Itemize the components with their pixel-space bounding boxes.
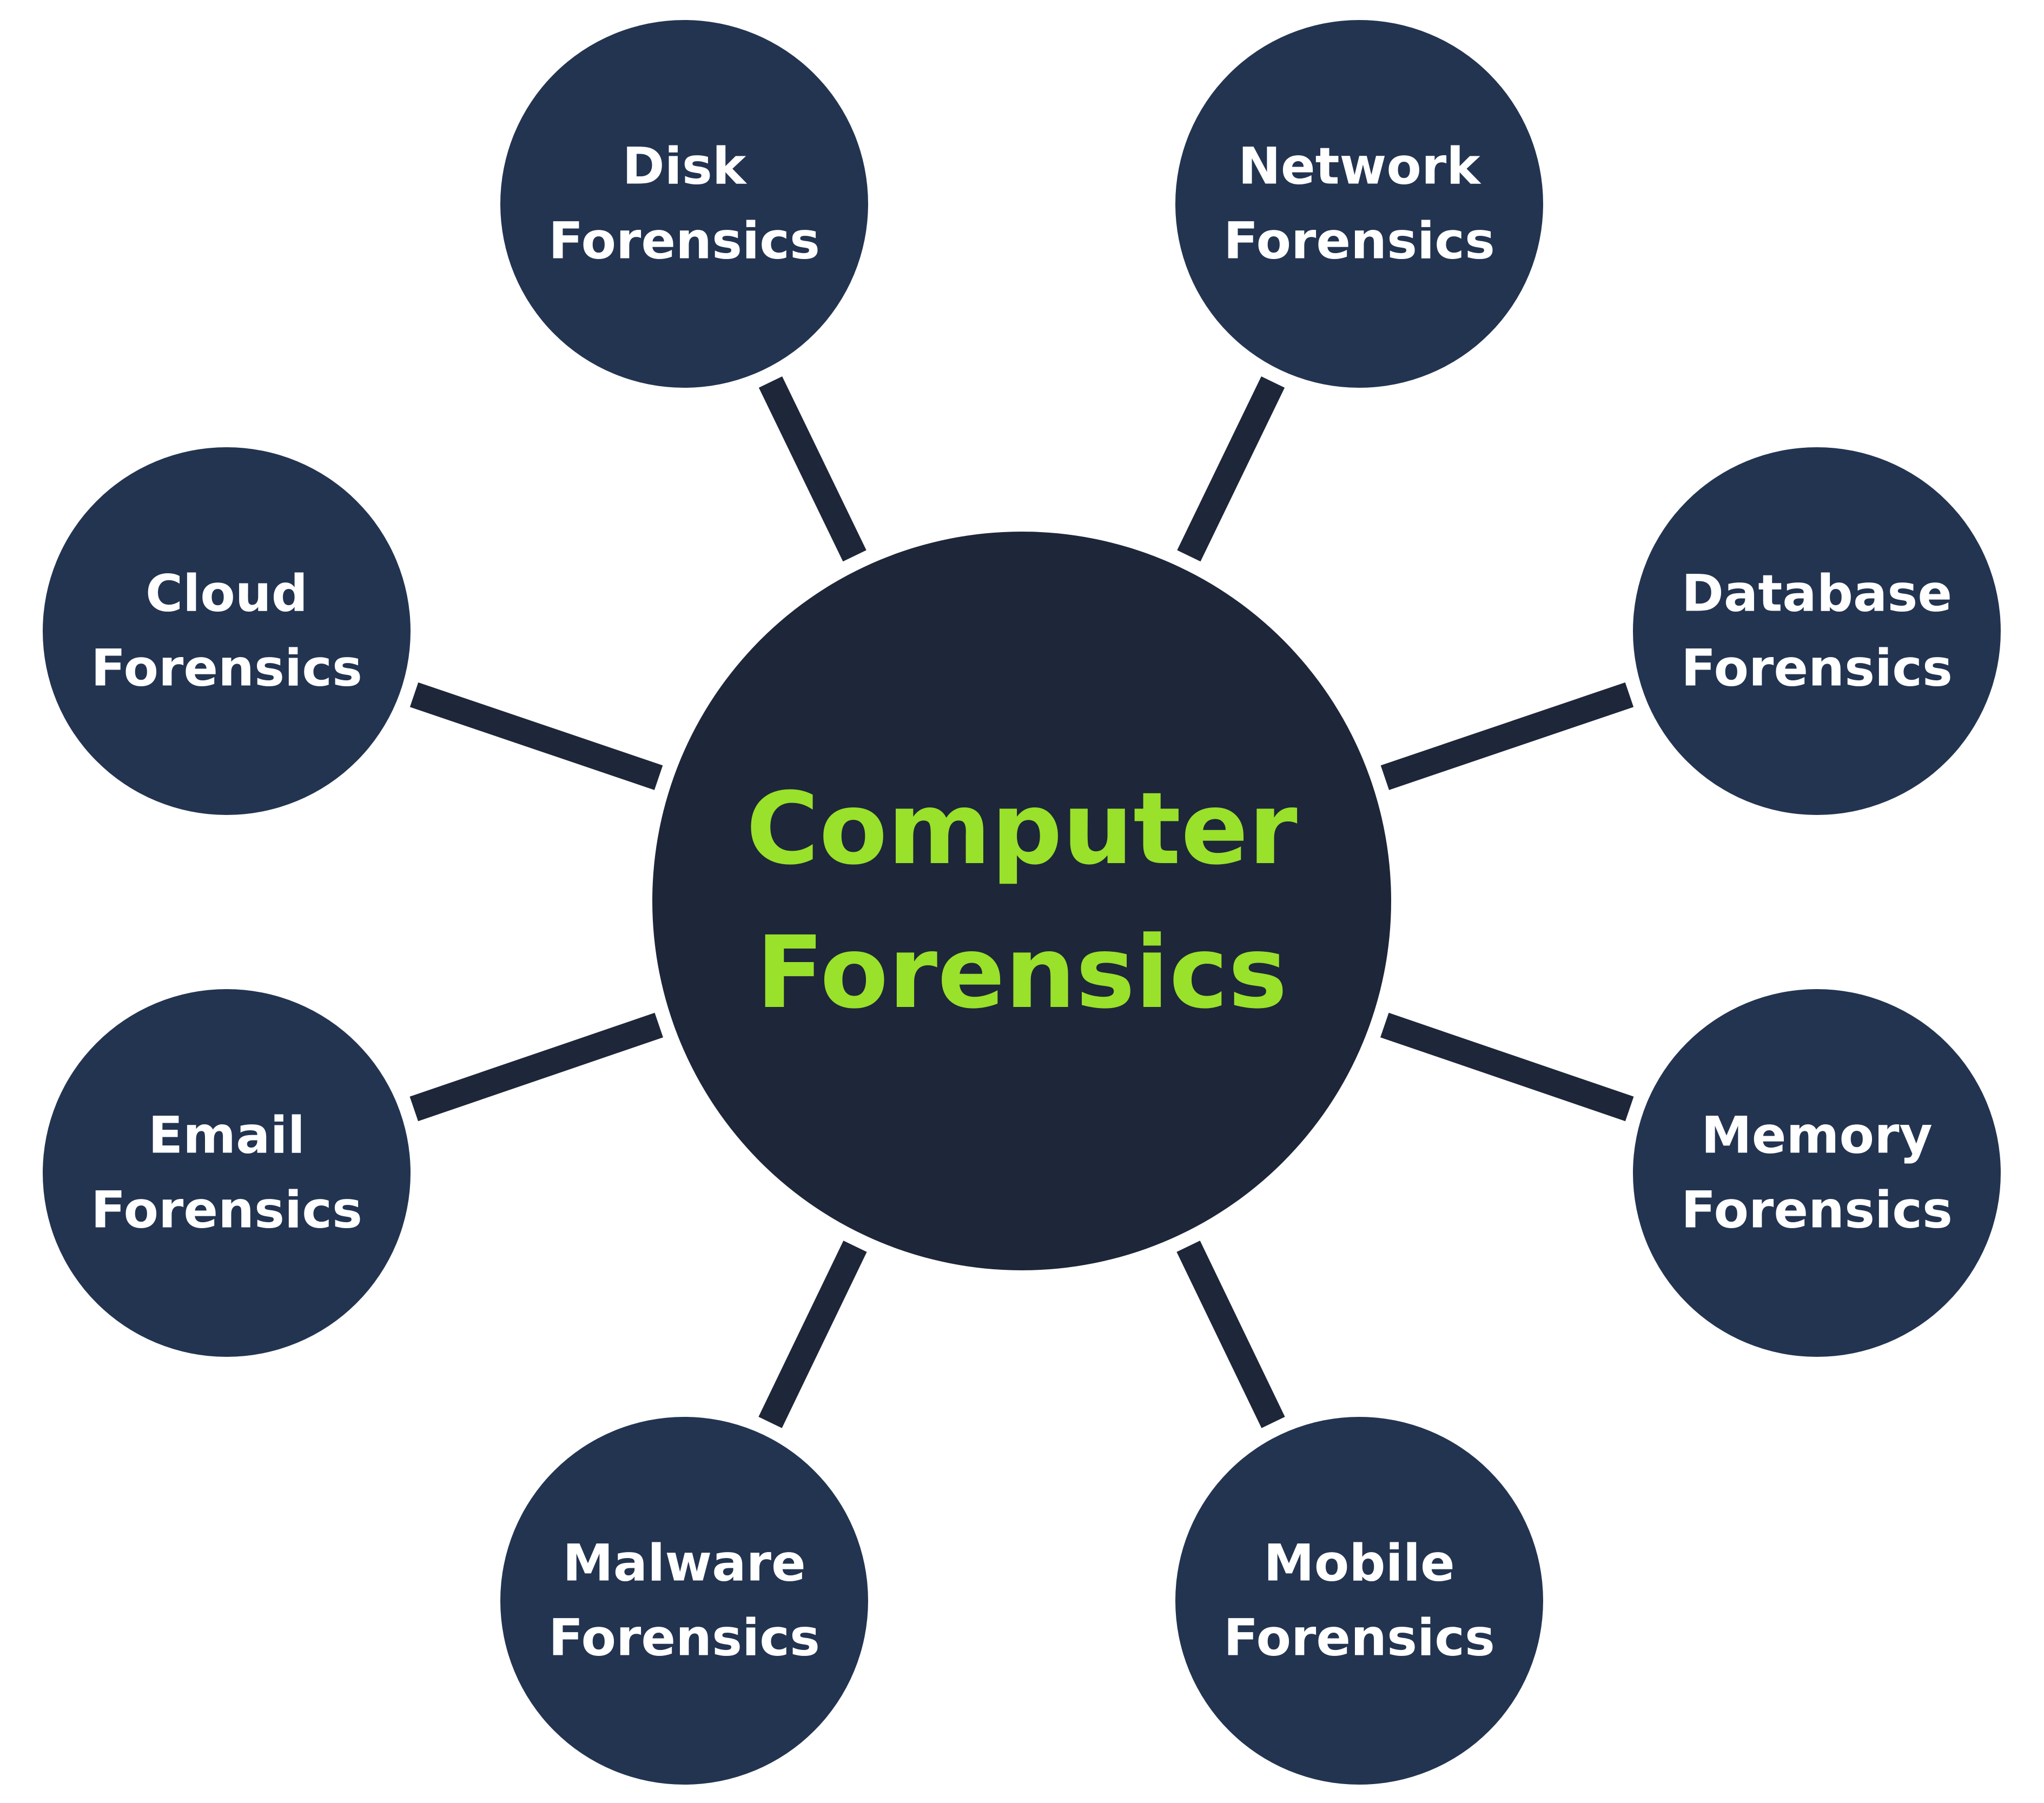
node-label-email-line-2: Forensics (91, 1181, 362, 1240)
node-label-database-line-1: Database (1682, 565, 1952, 624)
node-label-database-line-2: Forensics (1681, 639, 1953, 698)
nodes: DiskForensicsNetworkForensicsCloudForens… (43, 20, 2001, 1785)
node-label-disk-line-1: Disk (623, 137, 748, 196)
spoke-memory (1380, 1012, 1634, 1122)
spoke-database (1380, 682, 1634, 790)
hub-circle (652, 532, 1391, 1270)
node-circle-mobile (1175, 1417, 1543, 1785)
node-label-memory-line-1: Memory (1701, 1106, 1932, 1165)
hub-label-line-2: Forensics (756, 915, 1287, 1031)
node-label-cloud-line-1: Cloud (145, 565, 308, 624)
node-circle-cloud (43, 447, 411, 815)
node-circle-network (1175, 20, 1543, 388)
node-label-cloud-line-2: Forensics (91, 639, 362, 698)
node-label-network-line-1: Network (1238, 137, 1481, 196)
node-label-mobile-line-2: Forensics (1223, 1609, 1495, 1668)
spokes (409, 376, 1634, 1428)
spoke-cloud (409, 682, 663, 790)
node-label-malware-line-2: Forensics (548, 1609, 820, 1668)
node-circle-email (43, 989, 411, 1357)
hub: Computer Forensics (652, 532, 1391, 1270)
node-circle-database (1633, 447, 2001, 815)
node-circle-disk (500, 20, 868, 388)
hub-label-line-1: Computer (746, 771, 1298, 887)
node-label-email-line-1: Email (148, 1106, 305, 1165)
spoke-mobile (1176, 1241, 1285, 1428)
node-label-network-line-2: Forensics (1223, 212, 1495, 271)
spoke-email (409, 1012, 663, 1122)
node-label-disk-line-2: Forensics (548, 212, 820, 271)
node-circle-malware (500, 1417, 868, 1785)
spoke-malware (758, 1241, 867, 1428)
node-circle-memory (1633, 989, 2001, 1357)
node-label-mobile-line-1: Mobile (1264, 1534, 1455, 1593)
spoke-disk (758, 376, 866, 562)
node-label-memory-line-2: Forensics (1681, 1181, 1953, 1240)
spoke-network (1177, 376, 1285, 562)
node-label-malware-line-1: Malware (563, 1534, 806, 1593)
